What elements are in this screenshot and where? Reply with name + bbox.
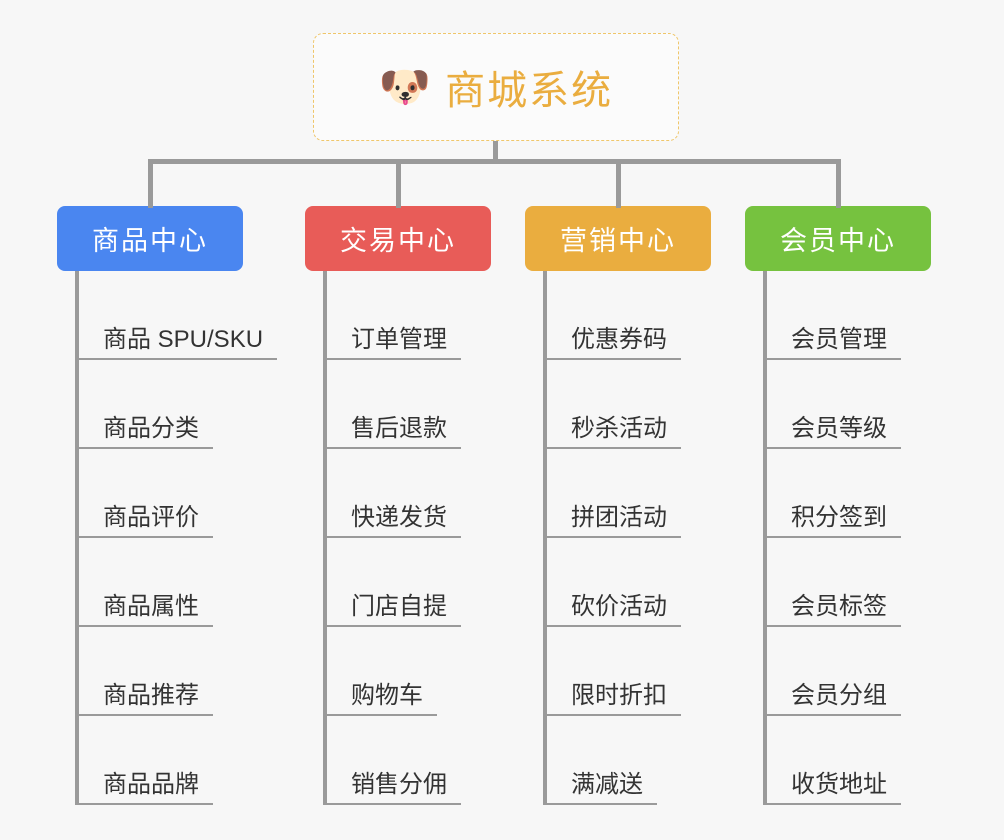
category-header-1[interactable]: 商品中心 [57, 206, 243, 271]
category-label: 营销中心 [560, 226, 676, 256]
leaf-item[interactable]: 商品属性 [75, 538, 277, 627]
leaf-item[interactable]: 满减送 [543, 716, 681, 805]
leaf-item[interactable]: 快递发货 [323, 449, 461, 538]
leaf-item[interactable]: 销售分佣 [323, 716, 461, 805]
leaf-item[interactable]: 拼团活动 [543, 449, 681, 538]
leaf-label: 商品属性 [75, 593, 213, 627]
root-node[interactable]: 🐶 商城系统 [313, 33, 679, 141]
leaf-label: 商品推荐 [75, 682, 213, 716]
connector-drop-4 [836, 159, 841, 208]
category-label: 交易中心 [340, 226, 456, 256]
leaf-list: 订单管理售后退款快递发货门店自提购物车销售分佣 [323, 271, 461, 805]
leaf-label: 商品分类 [75, 415, 213, 449]
category-header-3[interactable]: 营销中心 [525, 206, 711, 271]
category-column: 营销中心优惠券码秒杀活动拼团活动砍价活动限时折扣满减送 [525, 206, 711, 805]
leaf-item[interactable]: 收货地址 [763, 716, 901, 805]
leaf-label: 商品品牌 [75, 771, 213, 805]
leaf-list: 优惠券码秒杀活动拼团活动砍价活动限时折扣满减送 [543, 271, 681, 805]
leaf-label: 优惠券码 [543, 326, 681, 360]
category-trunk-1 [75, 271, 79, 805]
leaf-label: 满减送 [543, 771, 657, 805]
connector-bus-horizontal [150, 159, 841, 164]
category-header-2[interactable]: 交易中心 [305, 206, 491, 271]
leaf-label: 快递发货 [323, 504, 461, 538]
category-column: 商品中心商品 SPU/SKU 商品分类商品评价商品属性商品推荐商品品牌 [57, 206, 278, 805]
leaf-item[interactable]: 商品 SPU/SKU [75, 271, 278, 360]
leaf-label: 会员管理 [763, 326, 901, 360]
leaf-item[interactable]: 会员标签 [763, 538, 901, 627]
category-trunk-2 [323, 271, 327, 805]
category-label: 会员中心 [780, 226, 896, 256]
leaf-label: 收货地址 [763, 771, 901, 805]
leaf-label: 限时折扣 [543, 682, 681, 716]
leaf-item[interactable]: 会员等级 [763, 360, 901, 449]
leaf-item[interactable]: 购物车 [323, 627, 461, 716]
category-column: 交易中心订单管理售后退款快递发货门店自提购物车销售分佣 [305, 206, 491, 805]
category-column: 会员中心会员管理会员等级积分签到会员标签会员分组收货地址 [745, 206, 931, 805]
leaf-label: 购物车 [323, 682, 437, 716]
category-header-4[interactable]: 会员中心 [745, 206, 931, 271]
category-trunk-4 [763, 271, 767, 805]
leaf-label: 门店自提 [323, 593, 461, 627]
leaf-label: 售后退款 [323, 415, 461, 449]
leaf-item[interactable]: 售后退款 [323, 360, 461, 449]
leaf-label: 拼团活动 [543, 504, 681, 538]
leaf-label: 会员等级 [763, 415, 901, 449]
leaf-item[interactable]: 会员管理 [763, 271, 901, 360]
leaf-label: 会员标签 [763, 593, 901, 627]
leaf-item[interactable]: 限时折扣 [543, 627, 681, 716]
category-label: 商品中心 [92, 226, 208, 256]
connector-drop-3 [616, 159, 621, 208]
leaf-label: 订单管理 [323, 326, 461, 360]
leaf-item[interactable]: 优惠券码 [543, 271, 681, 360]
root-connector-stub [493, 141, 498, 162]
root-title: 商城系统 [445, 69, 614, 113]
leaf-item[interactable]: 秒杀活动 [543, 360, 681, 449]
leaf-label: 商品评价 [75, 504, 213, 538]
leaf-item[interactable]: 商品品牌 [75, 716, 277, 805]
leaf-item[interactable]: 门店自提 [323, 538, 461, 627]
leaf-item[interactable]: 会员分组 [763, 627, 901, 716]
leaf-label: 砍价活动 [543, 593, 681, 627]
leaf-label: 会员分组 [763, 682, 901, 716]
leaf-item[interactable]: 积分签到 [763, 449, 901, 538]
connector-drop-1 [148, 159, 153, 208]
leaf-item[interactable]: 订单管理 [323, 271, 461, 360]
leaf-label: 销售分佣 [323, 771, 461, 805]
leaf-label: 商品 SPU/SKU [75, 326, 278, 360]
leaf-list: 会员管理会员等级积分签到会员标签会员分组收货地址 [763, 271, 901, 805]
leaf-list: 商品 SPU/SKU 商品分类商品评价商品属性商品推荐商品品牌 [75, 271, 278, 805]
category-trunk-3 [543, 271, 547, 805]
shiba-dog-face-icon: 🐶 [378, 63, 432, 110]
leaf-item[interactable]: 商品推荐 [75, 627, 277, 716]
leaf-item[interactable]: 商品分类 [75, 360, 277, 449]
connector-drop-2 [396, 159, 401, 208]
leaf-label: 秒杀活动 [543, 415, 681, 449]
leaf-item[interactable]: 砍价活动 [543, 538, 681, 627]
leaf-label: 积分签到 [763, 504, 901, 538]
leaf-item[interactable]: 商品评价 [75, 449, 277, 538]
